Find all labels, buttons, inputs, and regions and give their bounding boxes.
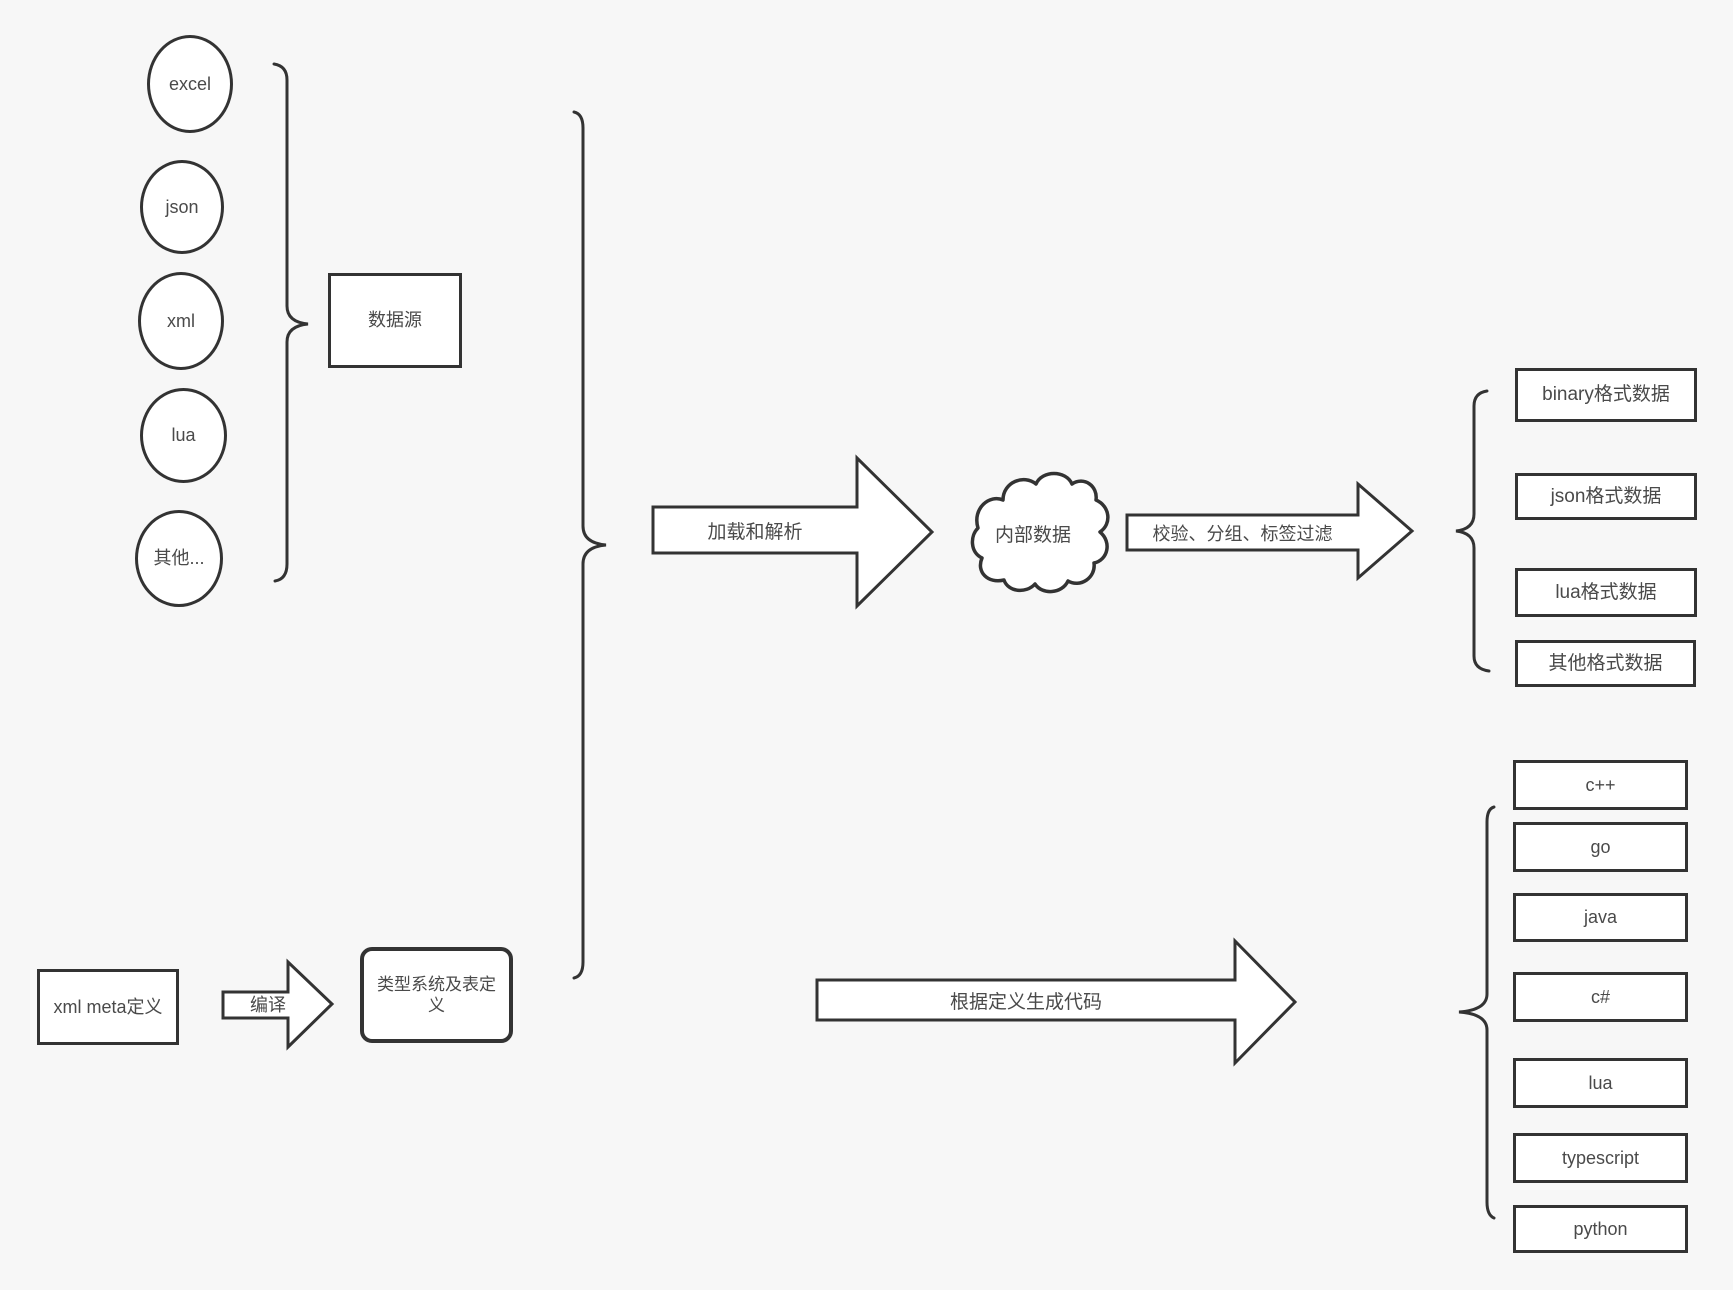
source-ellipse-excel: excel <box>147 35 233 133</box>
language-label-lua: lua <box>1588 1072 1613 1093</box>
language-box-lua: lua <box>1513 1058 1688 1108</box>
format-box-binary: binary格式数据 <box>1515 368 1697 422</box>
language-box-typescript: typescript <box>1513 1133 1688 1183</box>
source-ellipse-other: 其他... <box>135 510 223 607</box>
main-brace <box>572 110 607 980</box>
source-label-xml: xml <box>167 310 195 331</box>
source-label-json: json <box>165 196 199 217</box>
language-label-go: go <box>1590 836 1611 857</box>
language-label-java: java <box>1583 907 1618 928</box>
language-label-python: python <box>1573 1218 1628 1239</box>
codegen-arrow-shape <box>815 937 1298 1067</box>
internal-data-cloud <box>970 471 1110 594</box>
data-source-label: 数据源 <box>368 310 422 331</box>
compile-arrow-label: 编译 <box>250 995 286 1015</box>
language-box-csharp: c# <box>1513 972 1688 1022</box>
codegen-arrow-label: 根据定义生成代码 <box>949 991 1102 1013</box>
format-box-lua: lua格式数据 <box>1515 568 1697 617</box>
language-box-cpp: c++ <box>1513 760 1688 810</box>
format-label-other: 其他格式数据 <box>1548 652 1663 674</box>
language-label-typescript: typescript <box>1561 1147 1640 1168</box>
language-box-python: python <box>1513 1205 1688 1253</box>
format-label-lua: lua格式数据 <box>1555 581 1657 603</box>
source-label-other: 其他... <box>153 548 205 569</box>
type-system-box: 类型系统及表定义 <box>360 947 513 1043</box>
compile-arrow-shape <box>221 958 335 1051</box>
format-label-json: json格式数据 <box>1550 485 1662 507</box>
filter-arrow-label: 校验、分组、标签过滤 <box>1152 523 1333 544</box>
source-label-lua: lua <box>171 425 196 446</box>
data-source-box: 数据源 <box>328 273 462 368</box>
load-arrow-label: 加载和解析 <box>707 521 803 543</box>
xml-meta-label: xml meta定义 <box>53 996 163 1017</box>
formats-brace <box>1455 389 1491 673</box>
language-label-csharp: c# <box>1590 986 1610 1007</box>
language-label-cpp: c++ <box>1585 774 1616 795</box>
source-label-excel: excel <box>168 73 212 94</box>
load-arrow-shape <box>651 454 935 610</box>
language-box-go: go <box>1513 822 1688 872</box>
internal-data-label: 内部数据 <box>994 524 1071 546</box>
source-ellipse-lua: lua <box>140 388 227 483</box>
type-system-label: 类型系统及表定义 <box>377 974 496 1015</box>
source-ellipse-xml: xml <box>138 272 224 370</box>
source-ellipse-json: json <box>140 160 224 254</box>
sources-brace <box>272 62 309 583</box>
languages-brace <box>1458 805 1496 1220</box>
format-box-json: json格式数据 <box>1515 473 1697 520</box>
filter-arrow-shape <box>1125 480 1415 582</box>
format-box-other: 其他格式数据 <box>1515 640 1696 687</box>
format-label-binary: binary格式数据 <box>1542 384 1670 406</box>
language-box-java: java <box>1513 893 1688 942</box>
xml-meta-box: xml meta定义 <box>37 969 179 1045</box>
